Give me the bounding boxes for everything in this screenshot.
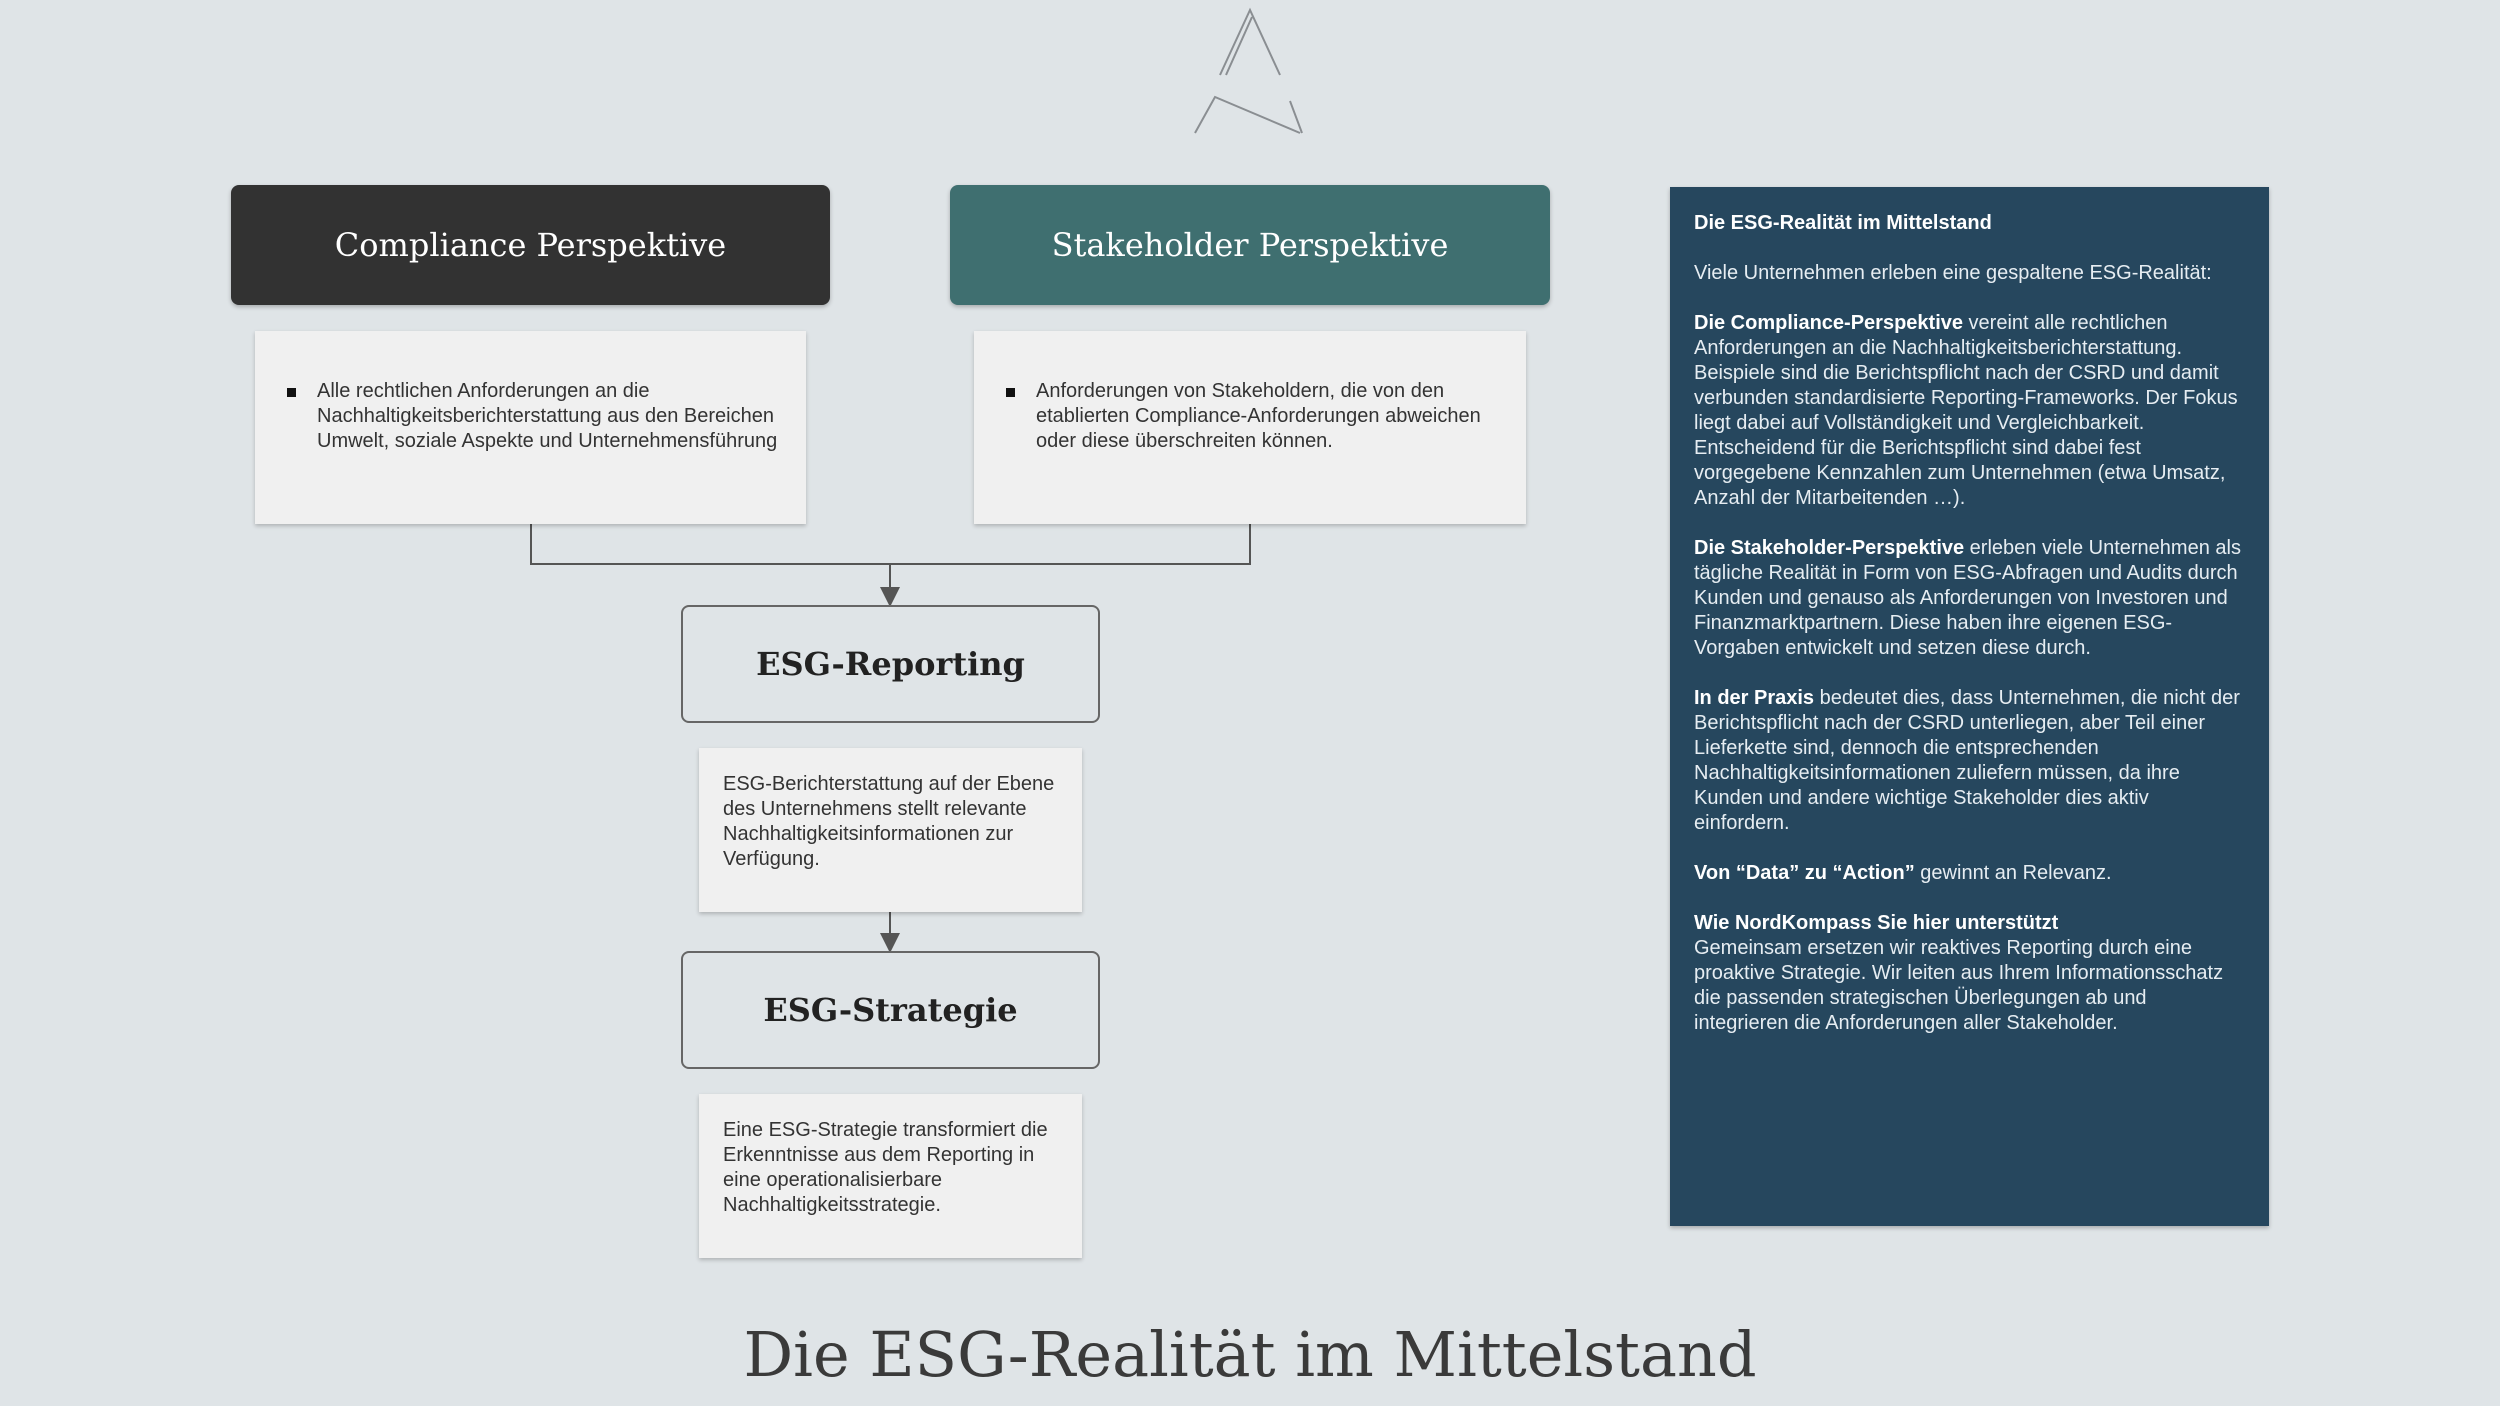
practice-term: In der Praxis [1694,687,1815,709]
data-action-description: gewinnt an Relevanz. [1914,862,2112,884]
side-panel-data-action-paragraph: Von “Data” zu “Action” gewinnt an Releva… [1694,861,2241,886]
side-panel-compliance-paragraph: Die Compliance-Perspektive vereint alle … [1694,311,2241,511]
stakeholder-perspective-card: Anforderungen von Stakeholdern, die von … [974,331,1526,524]
esg-reality-side-panel: Die ESG-Realität im Mittelstand Viele Un… [1670,187,2269,1226]
esg-reporting-title: ESG-Reporting [756,645,1025,683]
side-panel-practice-paragraph: In der Praxis bedeutet dies, dass Untern… [1694,686,2241,836]
connector-stakeholder-to-reporting [890,524,1251,565]
stakeholder-perspective-title: Stakeholder Perspektive [1051,226,1449,264]
stakeholder-bullet: Anforderungen von Stakeholdern, die von … [1006,379,1502,454]
side-panel-stakeholder-paragraph: Die Stakeholder-Perspektive erleben viel… [1694,536,2241,661]
side-panel-title: Die ESG-Realität im Mittelstand [1694,212,1992,234]
esg-strategy-title: ESG-Strategie [763,991,1018,1029]
page-title: Die ESG-Realität im Mittelstand [743,1318,1757,1391]
compass-triangle-logo-icon [1194,7,1303,134]
esg-strategy-text: Eine ESG-Strategie transformiert die Erk… [723,1119,1048,1216]
practice-description: bedeutet dies, dass Unternehmen, die nic… [1694,687,2240,834]
esg-reporting-box: ESG-Reporting [681,605,1100,723]
stakeholder-description: erleben viele Unternehmen als tägliche R… [1694,537,2241,659]
connector-compliance-to-reporting [530,524,890,565]
compliance-term: Die Compliance-Perspektive [1694,312,1963,334]
compliance-perspective-card: Alle rechtlichen Anforderungen an die Na… [255,331,806,524]
stakeholder-term: Die Stakeholder-Perspektive [1694,537,1965,559]
side-panel-intro: Viele Unternehmen erleben eine gespalten… [1694,262,2212,284]
esg-strategy-box: ESG-Strategie [681,951,1100,1069]
support-heading: Wie NordKompass Sie hier unterstützt [1694,912,2059,934]
esg-reporting-text: ESG-Berichterstattung auf der Ebene des … [723,773,1055,870]
compliance-perspective-header: Compliance Perspektive [231,185,830,305]
esg-strategy-card: Eine ESG-Strategie transformiert die Erk… [699,1094,1082,1258]
compliance-description: vereint alle rechtlichen Anforderungen a… [1694,312,2238,509]
data-action-term: Von “Data” zu “Action” [1694,862,1915,884]
support-description: Gemeinsam ersetzen wir reaktives Reporti… [1694,937,2224,1034]
stakeholder-perspective-header: Stakeholder Perspektive [950,185,1550,305]
esg-reporting-card: ESG-Berichterstattung auf der Ebene des … [699,748,1082,912]
compliance-bullet: Alle rechtlichen Anforderungen an die Na… [287,379,782,454]
compliance-perspective-title: Compliance Perspektive [334,226,727,264]
